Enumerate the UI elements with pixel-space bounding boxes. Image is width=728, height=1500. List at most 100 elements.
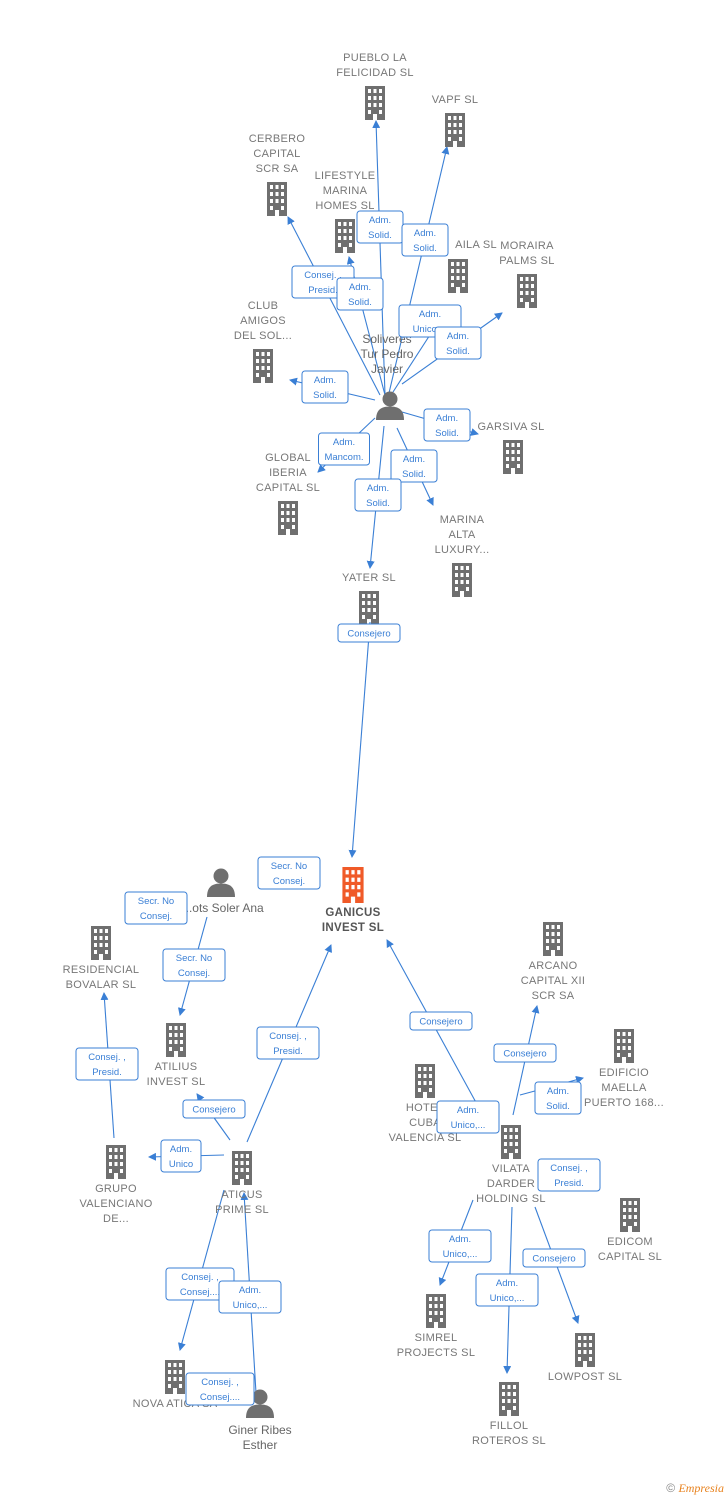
main-building-icon	[342, 867, 364, 903]
person-node-soliveres[interactable]	[376, 391, 404, 421]
relation-box	[337, 623, 401, 643]
relation-box	[434, 326, 482, 360]
company-node-edicom[interactable]	[620, 1198, 640, 1232]
relation-label-r21[interactable]: Adm.Unico,...	[218, 1280, 282, 1314]
relation-box	[256, 1026, 320, 1060]
relation-box	[409, 1011, 473, 1031]
relation-text: Consejero	[503, 1049, 546, 1060]
company-node-arcano[interactable]	[543, 922, 563, 956]
edge-line	[388, 146, 450, 394]
relation-label-r10[interactable]: Adm.Solid.	[390, 449, 438, 483]
company-node-edificio[interactable]	[614, 1029, 634, 1063]
company-node-fillol[interactable]	[499, 1382, 519, 1416]
relation-box	[493, 1043, 557, 1063]
relation-box	[160, 1139, 202, 1173]
relation-text: Adm.Solid.	[348, 282, 372, 308]
company-node-garsiva[interactable]	[503, 440, 523, 474]
building-icon	[359, 591, 379, 625]
relation-text: Consej. ,Presid.	[304, 270, 342, 296]
relation-label-r30[interactable]: Consejero	[522, 1248, 586, 1268]
company-node-hotel[interactable]	[415, 1064, 435, 1098]
relation-box	[218, 1280, 282, 1314]
company-node-aila[interactable]	[448, 259, 468, 293]
relation-text: Adm.Solid.	[435, 413, 459, 439]
company-node-global[interactable]	[278, 501, 298, 535]
relation-label-r6[interactable]: Adm.Solid.	[434, 326, 482, 360]
building-icon	[232, 1151, 252, 1185]
relation-label-r2[interactable]: Adm.Solid.	[401, 223, 449, 257]
relation-text: Adm.Solid.	[546, 1086, 570, 1112]
relation-text: Adm.Solid.	[366, 483, 390, 509]
relation-text: Consej. ,Presid.	[269, 1031, 307, 1057]
relation-label-r25[interactable]: Adm.Unico,...	[436, 1100, 500, 1134]
company-node-cerbero[interactable]	[267, 182, 287, 216]
company-node-moraira[interactable]	[517, 274, 537, 308]
company-node-atilius[interactable]	[166, 1023, 186, 1057]
company-node-aticus[interactable]	[232, 1151, 252, 1185]
relation-label-r19[interactable]: Adm.Unico	[160, 1139, 202, 1173]
company-node-yater[interactable]	[359, 591, 379, 625]
building-icon	[165, 1360, 185, 1394]
building-icon	[106, 1145, 126, 1179]
relation-text: Adm.Unico,...	[413, 309, 448, 335]
relation-label-r23[interactable]: Consejero	[409, 1011, 473, 1031]
relation-box	[336, 277, 384, 311]
relation-box	[423, 408, 471, 442]
main-company-node[interactable]	[342, 867, 364, 903]
company-node-vilata[interactable]	[501, 1125, 521, 1159]
relation-label-r17[interactable]: Consej. ,Presid.	[256, 1026, 320, 1060]
relation-text: Adm.Unico,...	[451, 1105, 486, 1131]
building-icon	[614, 1029, 634, 1063]
company-node-nova[interactable]	[165, 1360, 185, 1394]
relation-text: Adm.Solid.	[313, 375, 337, 401]
relation-label-r16[interactable]: Consej. ,Presid.	[75, 1047, 139, 1081]
relation-label-r18[interactable]: Consejero	[182, 1099, 246, 1119]
building-icon	[503, 440, 523, 474]
company-label: VAPF SL	[432, 94, 479, 106]
company-node-lowpost[interactable]	[575, 1333, 595, 1367]
relation-label-r26[interactable]: Adm.Solid.	[534, 1081, 582, 1115]
company-node-lifestyle[interactable]	[335, 219, 355, 253]
company-node-pueblo[interactable]	[365, 86, 385, 120]
relation-label-r7[interactable]: Adm.Solid.	[301, 370, 349, 404]
relation-label-r12[interactable]: Consejero	[337, 623, 401, 643]
relation-label-r24[interactable]: Consejero	[493, 1043, 557, 1063]
relation-label-r8[interactable]: Adm.Solid.	[423, 408, 471, 442]
company-node-vapf[interactable]	[445, 113, 465, 147]
relation-label-r28[interactable]: Adm.Unico,...	[428, 1229, 492, 1263]
company-node-residencial[interactable]	[91, 926, 111, 960]
company-node-marina[interactable]	[452, 563, 472, 597]
relation-label-r4[interactable]: Adm.Solid.	[336, 277, 384, 311]
relation-label-r22[interactable]: Consej. ,Consej....	[185, 1372, 255, 1406]
relation-text: Adm.Unico,...	[490, 1278, 525, 1304]
relation-text: Adm.Solid.	[368, 215, 392, 241]
company-node-club[interactable]	[253, 349, 273, 383]
relation-label-r9[interactable]: Adm.Mancom.	[318, 432, 370, 466]
relation-box	[354, 478, 402, 512]
relation-label-r27[interactable]: Consej. ,Presid.	[537, 1158, 601, 1192]
company-node-simrel[interactable]	[426, 1294, 446, 1328]
relation-label-r1[interactable]: Adm.Solid.	[356, 210, 404, 244]
person-node-soler[interactable]	[207, 868, 235, 898]
building-icon	[267, 182, 287, 216]
relation-label-r29[interactable]: Adm.Unico,...	[475, 1273, 539, 1307]
brand-logo[interactable]: Empresia	[678, 1481, 724, 1495]
relation-text: Adm.Unico,...	[443, 1234, 478, 1260]
company-node-grupo[interactable]	[106, 1145, 126, 1179]
relation-label-r11[interactable]: Adm.Solid.	[354, 478, 402, 512]
person-label: ...ots Soler Ana	[182, 901, 264, 915]
